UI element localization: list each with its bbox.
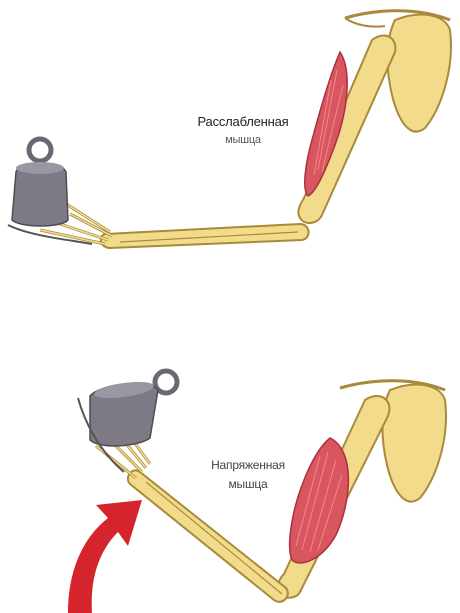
relaxed-label-line2: мышца: [178, 131, 308, 150]
movement-arrow: [68, 500, 142, 613]
upper-arm-bone: [298, 36, 395, 223]
relaxed-label-line1: Расслабленная: [178, 112, 308, 131]
contracted-label-line1: Напряженная: [193, 456, 303, 475]
shoulder-blade: [382, 385, 446, 502]
contracted-arm-scene: Напряженная мышца: [0, 360, 460, 613]
relaxed-arm-scene: Расслабленная мышца: [0, 0, 460, 270]
contracted-label-line2: мышца: [193, 475, 303, 494]
contracted-muscle-label: Напряженная мышца: [193, 456, 303, 494]
relaxed-muscle-label: Расслабленная мышца: [178, 112, 308, 150]
shoulder-blade: [387, 15, 451, 132]
forearm-bone: [101, 224, 309, 248]
weight-handle: [29, 139, 51, 161]
